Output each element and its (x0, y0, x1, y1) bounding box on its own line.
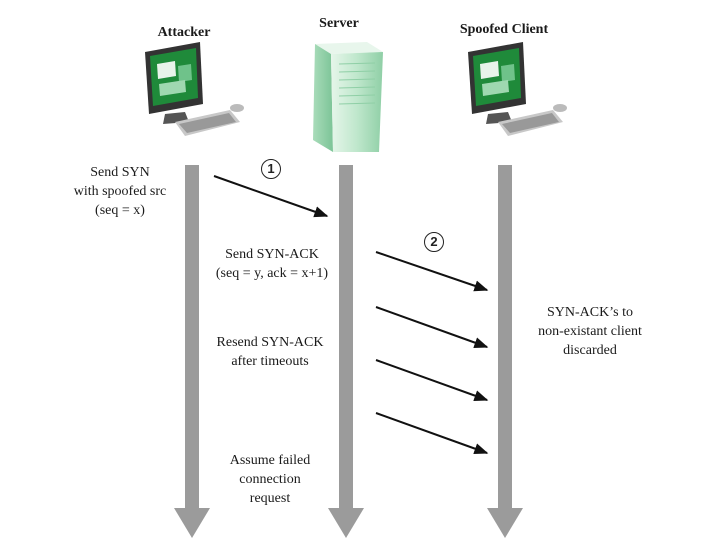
synack-arrow-4 (375, 412, 489, 454)
step-1-marker: 1 (261, 159, 281, 179)
attacker-timeline (174, 165, 210, 538)
attacker-computer-icon (145, 42, 244, 136)
attacker-label: Attacker (157, 25, 211, 40)
discarded-note: SYN-ACK’s to non-existant client discard… (538, 305, 642, 358)
assume-failed-note: Assume failed connection request (229, 453, 311, 506)
server-tower-icon (313, 42, 383, 152)
resend-synack-note: Resend SYN-ACK after timeouts (216, 335, 324, 369)
client-computer-icon (468, 42, 567, 136)
send-synack-note: Send SYN-ACK (seq = y, ack = x+1) (215, 247, 329, 281)
spoofed-client-label: Spoofed Client (459, 22, 549, 37)
synack-arrow-1 (375, 251, 489, 292)
syn-arrow (213, 175, 329, 218)
client-timeline (487, 165, 523, 538)
synack-arrow-2 (375, 306, 489, 348)
synack-arrow-3 (375, 359, 489, 401)
server-label: Server (319, 16, 359, 31)
send-syn-note: Send SYN with spoofed src (seq = x) (73, 165, 167, 218)
server-timeline (328, 165, 364, 538)
step-2-marker: 2 (424, 232, 444, 252)
